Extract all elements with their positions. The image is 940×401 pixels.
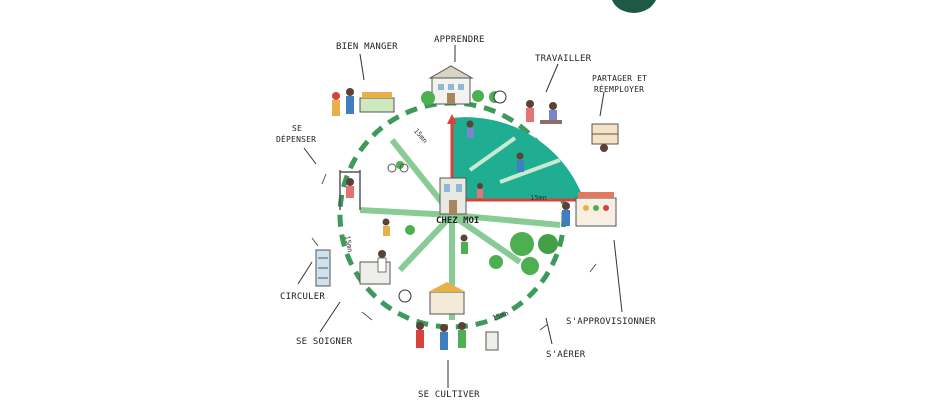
badge-shape <box>612 0 656 13</box>
people-figures <box>382 120 524 254</box>
metro-icons <box>398 90 507 303</box>
label-se-depenser-line2: DÉPENSER <box>276 135 317 144</box>
trees <box>396 90 558 275</box>
label-partager-line1: PARTAGER ET <box>592 74 648 83</box>
label-partager-line2: RÉEMPLOYER <box>594 85 645 94</box>
sector-paths <box>468 136 561 184</box>
label-sapprovisionner: S'APPROVISIONNER <box>566 317 656 327</box>
red-arrowhead-up <box>447 114 457 124</box>
grocery-shop <box>562 192 617 227</box>
market-stall <box>332 88 395 116</box>
sport-area <box>339 170 361 210</box>
workers-group <box>526 100 562 124</box>
distance-label-2: 15mn <box>530 194 547 202</box>
bike-rack <box>315 249 331 287</box>
label-saerer: S'AÉRER <box>546 350 586 360</box>
doctor-office <box>359 250 391 285</box>
culture-stand <box>416 282 499 351</box>
label-leaders <box>297 45 623 388</box>
label-se-depenser-line1: SE <box>292 124 303 133</box>
school-building <box>428 65 474 105</box>
label-circuler: CIRCULER <box>280 292 325 302</box>
label-se-cultiver: SE CULTIVER <box>418 390 480 400</box>
small-arrows <box>311 173 597 331</box>
label-bien-manger: BIEN MANGER <box>336 42 398 52</box>
label-se-soigner: SE SOIGNER <box>296 337 353 347</box>
label-travailler: TRAVAILLER <box>535 54 592 64</box>
home-building <box>439 177 467 215</box>
sharing-shelves <box>591 123 619 152</box>
label-center: CHEZ MOI <box>436 216 480 226</box>
label-apprendre: APPRENDRE <box>434 35 485 45</box>
